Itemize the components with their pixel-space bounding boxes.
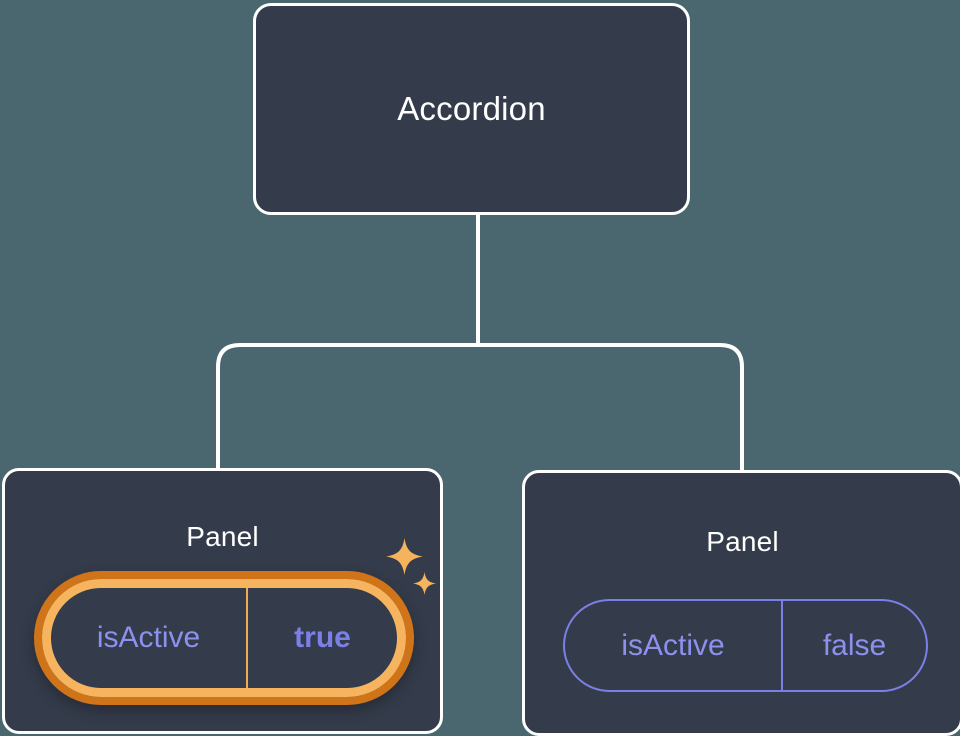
connector-branch-bus (216, 343, 744, 470)
prop-value: false (781, 601, 926, 690)
prop-pill-body: isActive true (42, 579, 406, 697)
sparkle-small-icon (413, 572, 436, 595)
prop-pill-highlighted[interactable]: isActive true (34, 571, 414, 705)
prop-key: isActive (96, 621, 201, 654)
prop-key: isActive (621, 628, 725, 662)
panel-node-label: Panel (706, 526, 779, 557)
sparkle-large-icon (386, 538, 423, 575)
panel-node-label: Panel (186, 521, 259, 552)
tree-node-root[interactable]: Accordion (253, 3, 690, 215)
prop-pill-plain[interactable]: isActive false (563, 599, 928, 692)
tree-node-panel-inactive[interactable]: Panel isActive false (522, 470, 960, 736)
prop-pill-glow-ring (34, 571, 414, 705)
root-node-label: Accordion (397, 90, 546, 127)
prop-value: true (246, 588, 397, 688)
